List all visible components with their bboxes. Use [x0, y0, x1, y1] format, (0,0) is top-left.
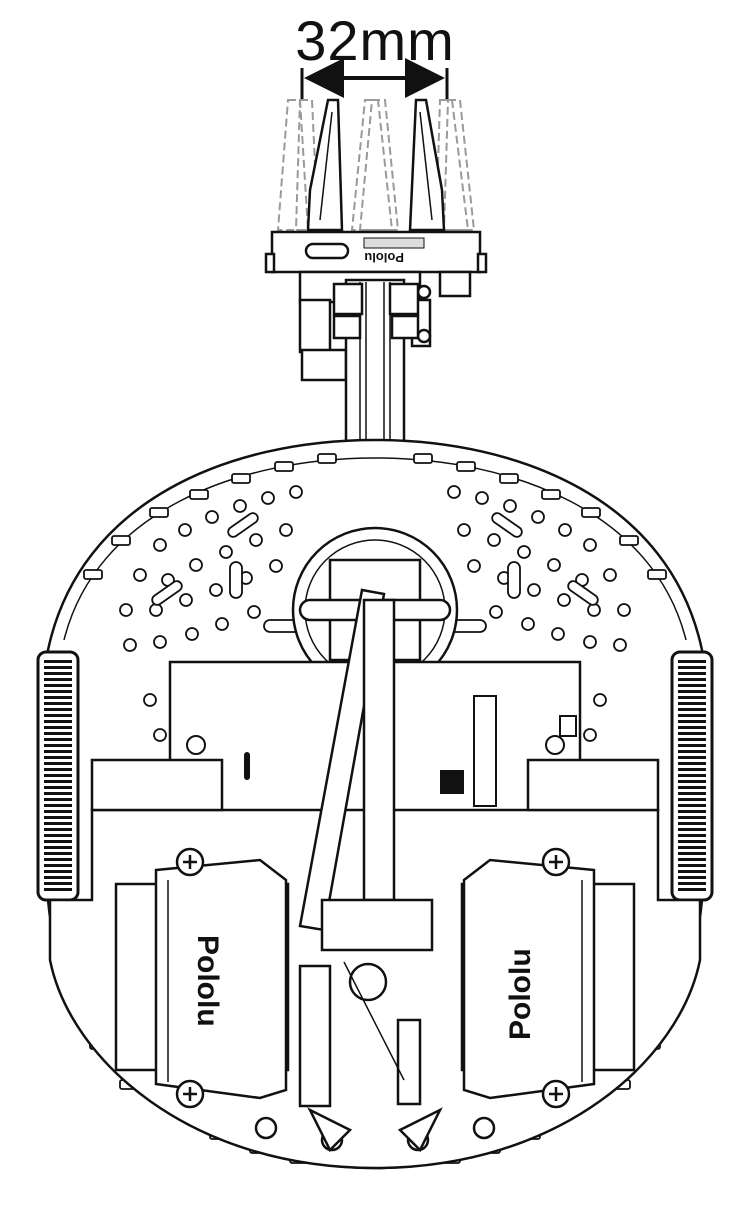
board-components: [186, 695, 577, 807]
left-wheel: [36, 650, 80, 902]
right-wheel: [670, 650, 714, 902]
left-motor-brand-text: Pololu: [191, 935, 224, 1027]
linkage-arm: [298, 588, 434, 1108]
caster-hardware: [307, 1107, 443, 1153]
right-motor-brand-text: Pololu: [504, 948, 537, 1040]
gripper-fingers: [306, 98, 446, 232]
left-motor: [114, 858, 290, 1100]
gripper-brand-text: Pololu: [364, 250, 404, 265]
dimension-label: 32mm: [295, 9, 455, 72]
right-motor: [460, 858, 636, 1100]
dimension-arrow: [300, 58, 449, 100]
gripper-ghost-fingers: [276, 99, 476, 231]
screw-crosses: [183, 855, 563, 1101]
